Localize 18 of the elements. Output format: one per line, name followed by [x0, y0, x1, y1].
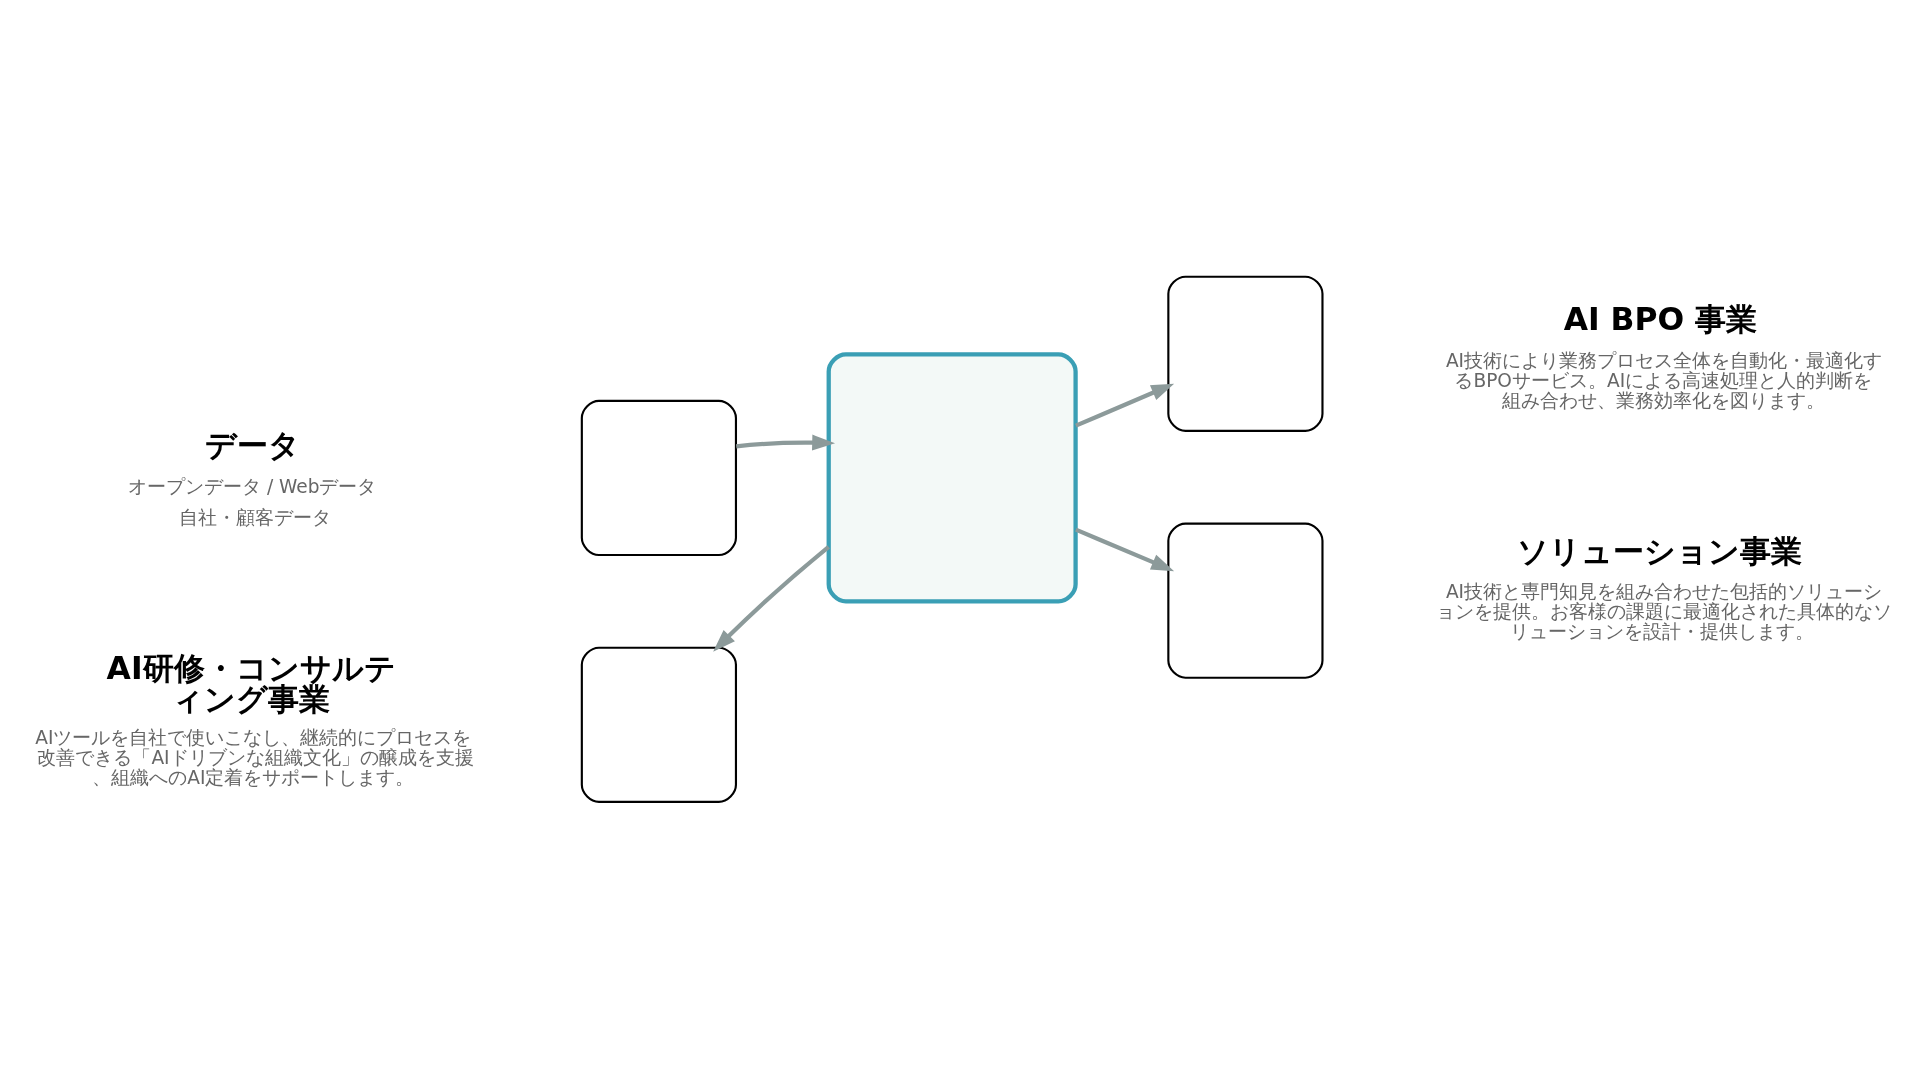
arrow	[713, 545, 830, 652]
node-label: オープンデータ / Webデータ	[128, 475, 377, 497]
node-label: AI技術と専門知見を組み合わせた包括的ソリューションを提供。お客様の課題に最適化された具体的なソリューションを設計・提供します。	[1435, 581, 1892, 643]
node-label: AI研修・コンサルティング事業	[106, 649, 396, 717]
node-box	[826, 352, 1078, 604]
arrow	[736, 434, 836, 451]
node-box	[580, 399, 738, 557]
arrow	[1075, 527, 1175, 572]
node-label: ソリューション事業	[1517, 532, 1803, 569]
node-label: AI技術により業務プロセス全体を自動化・最適化するBPOサービス。AIによる高速処理と人的判断を組み合わせ、業務効率化を図ります。	[1445, 350, 1883, 412]
node-box	[580, 646, 738, 803]
node-label: AI BPO 事業	[1563, 301, 1758, 338]
node-label: データ	[205, 426, 301, 463]
node-box	[1167, 522, 1324, 679]
node-box	[1167, 275, 1324, 432]
node-label: 自社・顧客データ	[178, 507, 331, 529]
node-label: AIツールを自社で使いこなし、継続的にプロセスを改善できる「AIドリブンな組織文化」の醸成を支援、組織へのAI定着をサポートします。	[35, 726, 474, 788]
arrow	[1075, 383, 1175, 428]
